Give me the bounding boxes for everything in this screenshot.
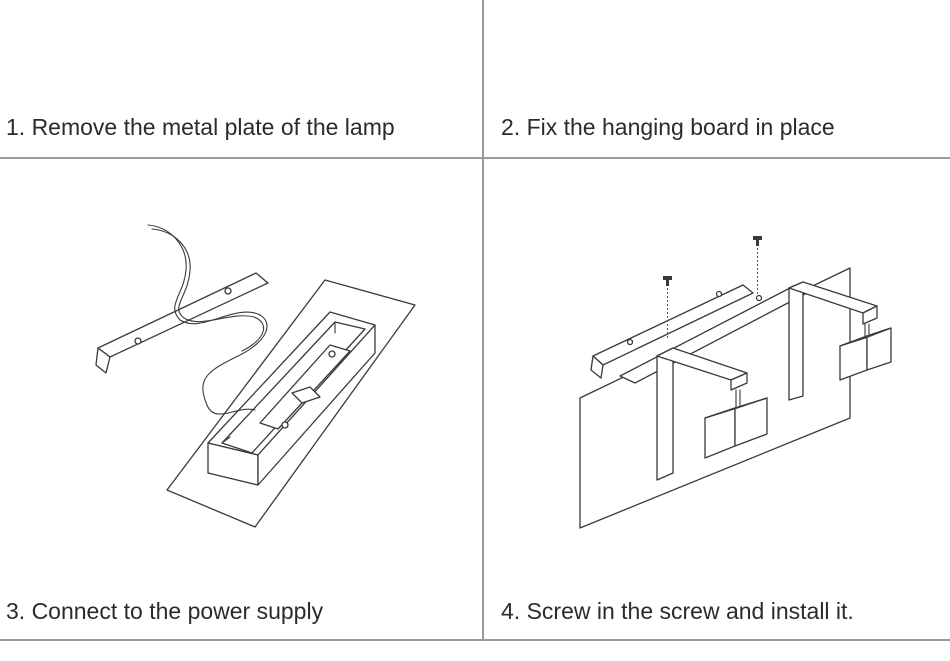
plate-hole-1 bbox=[135, 338, 141, 344]
left-arm-upright bbox=[657, 348, 673, 480]
step-3-caption: 3. Connect to the power supply bbox=[6, 598, 324, 624]
mount-hole-2 bbox=[717, 292, 722, 297]
step-2-caption: 2. Fix the hanging board in place bbox=[501, 114, 835, 140]
step-4-illustration bbox=[575, 236, 905, 528]
mount-hole-1 bbox=[628, 340, 633, 345]
screw-icon-left bbox=[663, 276, 672, 340]
plate-hole-2 bbox=[225, 288, 231, 294]
right-arm-tip bbox=[863, 306, 877, 324]
grid-divider-horizontal-bottom bbox=[0, 639, 950, 641]
step-1-caption: 1. Remove the metal plate of the lamp bbox=[6, 114, 395, 140]
step-4-caption: 4. Screw in the screw and install it. bbox=[501, 598, 854, 624]
screw-icon-right bbox=[753, 236, 762, 294]
bracket-tab bbox=[292, 387, 320, 403]
lamp-box-side bbox=[258, 325, 375, 485]
grid-divider-horizontal-middle bbox=[0, 157, 950, 159]
bracket-hole-1 bbox=[282, 422, 288, 428]
hanging-plate-top bbox=[98, 273, 268, 357]
right-arm-upright bbox=[789, 282, 803, 400]
bracket-hole-2 bbox=[329, 351, 335, 357]
power-wire bbox=[148, 225, 267, 414]
grid-divider-vertical bbox=[482, 0, 484, 640]
right-shade-top bbox=[840, 328, 891, 346]
step-3-illustration bbox=[70, 215, 430, 535]
mounting-plate-lip bbox=[591, 356, 603, 378]
inner-bracket bbox=[260, 345, 350, 429]
left-arm-tip bbox=[731, 373, 747, 390]
hanging-plate-lip bbox=[96, 348, 110, 373]
mount-hole-3 bbox=[757, 296, 762, 301]
